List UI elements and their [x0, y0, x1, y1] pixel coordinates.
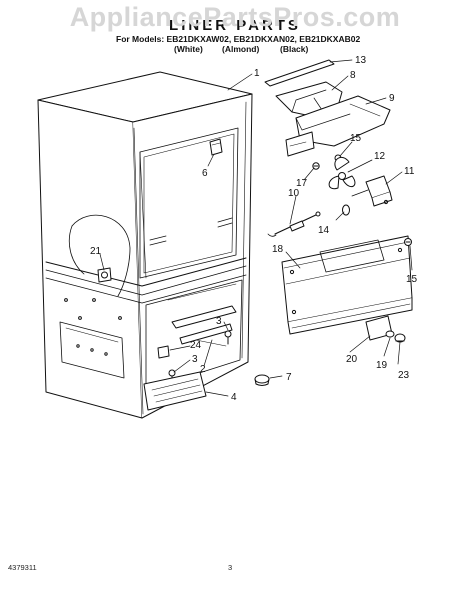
color-almond-label: (Almond): [222, 44, 260, 54]
callout-1: 1: [254, 68, 260, 79]
callout-11: 11: [404, 166, 415, 177]
leader-lines: [99, 59, 413, 397]
callout-20: 20: [346, 354, 358, 365]
callout-24: 24: [190, 340, 202, 351]
callout-numbers: 1 2 3 3 4 6 7 8 9 10 11 12 13 14 15 15 1…: [90, 55, 418, 403]
part-fan-blade: [328, 157, 356, 190]
part-light-bulb: [394, 333, 406, 343]
part-fan-motor: [351, 175, 393, 207]
callout-8: 8: [350, 70, 356, 81]
callout-15: 15: [350, 133, 362, 144]
color-black-label: (Black): [280, 44, 309, 54]
callout-17: 17: [296, 178, 308, 189]
part-bracket: [171, 305, 237, 347]
callout-10: 10: [288, 188, 300, 199]
callout-6: 6: [202, 168, 208, 179]
callout-19: 19: [376, 360, 388, 371]
page-title: LINER PARTS: [169, 17, 301, 34]
part-control-knob: [97, 267, 112, 283]
document-number: 4379311: [8, 563, 37, 572]
color-white-label: (White): [174, 44, 203, 54]
part-grommet: [342, 204, 350, 216]
part-plug: [254, 374, 270, 386]
callout-13: 13: [355, 55, 367, 66]
part-light-socket: [385, 330, 395, 338]
callout-21: 21: [90, 246, 102, 257]
callout-15: 15: [406, 274, 418, 285]
part-screw: [312, 162, 320, 170]
callout-2: 2: [200, 364, 206, 375]
models-line: For Models: EB21DKXAW02, EB21DKXAN02, EB…: [116, 34, 361, 44]
callout-14: 14: [318, 225, 330, 236]
callout-23: 23: [398, 370, 410, 381]
page-number: 3: [228, 563, 233, 572]
part-clip: [157, 345, 170, 359]
part-housing: [285, 95, 391, 157]
part-strip: [264, 59, 335, 87]
liner-cabinet: [37, 71, 253, 419]
callout-12: 12: [374, 151, 386, 162]
part-light-shield: [209, 138, 223, 156]
part-rear-panel: [281, 235, 413, 335]
callout-4: 4: [231, 392, 237, 403]
part-rail: [143, 371, 207, 411]
part-thermostat: [267, 211, 321, 237]
part-screw: [404, 238, 412, 246]
callout-3: 3: [192, 354, 198, 365]
callout-18: 18: [272, 244, 284, 255]
callout-9: 9: [389, 93, 395, 104]
callout-3: 3: [216, 316, 222, 327]
callout-7: 7: [286, 372, 292, 383]
